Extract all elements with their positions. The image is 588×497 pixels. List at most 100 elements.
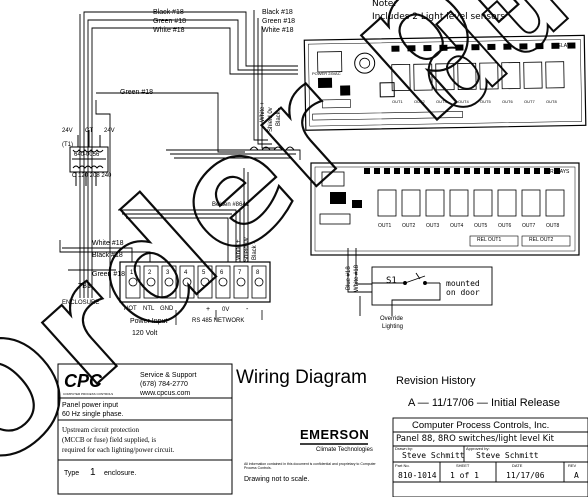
switch-on-door: on door — [446, 288, 480, 297]
top-terminal — [471, 44, 480, 51]
tb1-screw — [236, 277, 246, 287]
cpc-web: www.cpcus.com — [140, 390, 191, 397]
note-label: Note: — [372, 0, 397, 9]
tb-approved-by: Steve Schmitt — [476, 451, 539, 460]
board-top-out-label: OUT1 — [392, 99, 403, 104]
bottom-terminal — [364, 168, 370, 174]
transformer-id: (T1) — [62, 142, 73, 148]
emerson-climate: Climate Technologies — [316, 447, 373, 453]
tb1-terminals — [125, 265, 267, 299]
label-bus-white: White + — [236, 239, 242, 260]
tb1-terminal-number: 6 — [220, 270, 224, 276]
board-bottom-out-label: OUT7 — [522, 223, 536, 229]
revision-title: Revision History — [396, 375, 476, 387]
tb1-id: TB1 — [78, 283, 91, 290]
board-top-out-label: OUT6 — [502, 99, 513, 104]
label-green-mid: Green #18 — [120, 89, 154, 96]
label-vertical-black: Black - — [276, 107, 282, 126]
tb-description: Panel 88, 8RO switches/light level Kit — [396, 434, 554, 444]
label-top-green: Green #18 — [153, 18, 187, 25]
board-bottom-out-label: OUT5 — [474, 223, 488, 229]
tb1-screw — [218, 277, 228, 287]
label-black-low: Black #18 — [92, 252, 123, 259]
cpc-protection-3: required for each lighting/power circuit… — [62, 446, 175, 454]
bottom-terminal — [404, 168, 410, 174]
tb-date: 11/17/06 — [506, 471, 545, 480]
tb1-terminal-7 — [233, 265, 249, 299]
rs485-label: RS 485 NETWORK — [192, 318, 245, 324]
enclosure-label: ENCLOSURE — [62, 300, 100, 306]
bottom-relay-2 — [401, 189, 421, 217]
bottom-terminal — [434, 168, 440, 174]
not-to-scale: Drawing not to scale. — [244, 476, 310, 483]
label-right-green: Green #18 — [262, 18, 296, 25]
transformer-right-voltage: 24V — [104, 128, 115, 134]
bottom-terminal — [554, 168, 560, 174]
bottom-relay-5 — [473, 189, 493, 217]
board-bottom-out-label: OUT2 — [402, 223, 416, 229]
rs485-plus: + — [206, 306, 211, 313]
bottom-terminal — [424, 168, 430, 174]
tb-part-no: 810-1014 — [398, 471, 437, 480]
switch-override: Override — [380, 316, 404, 322]
tb1-screw — [146, 277, 156, 287]
board-bottom-out-label: OUT8 — [546, 223, 560, 229]
top-terminal — [487, 43, 496, 51]
wire-bundle-right — [118, 10, 301, 262]
bottom-terminal — [544, 168, 550, 174]
board-top-out-label: OUT3 — [436, 99, 447, 104]
label-belden: Belden #8641 — [212, 202, 250, 208]
tb-sheet-label: SHEET — [456, 463, 470, 468]
tb1-terminal-number: 3 — [166, 270, 170, 276]
tb1-terminal-number: 1 — [130, 270, 134, 276]
tb1-terminal-4 — [179, 265, 195, 299]
board-bottom-rel1: REL OUT1 — [477, 237, 502, 243]
label-right-black: Black #18 — [262, 9, 293, 16]
tb1-screw — [254, 277, 264, 287]
transformer-primary-taps: C 120 208 240 — [72, 173, 112, 179]
cpc-tagline: COMPUTER PROCESS CONTROLS — [63, 392, 114, 396]
tb1-terminal-1 — [125, 265, 141, 299]
tb1-terminal-number: 4 — [184, 270, 188, 276]
tb-rev: A — [574, 471, 579, 480]
top-relay-1 — [391, 63, 411, 92]
bottom-relay-1 — [377, 189, 397, 217]
top-relay-6 — [501, 62, 521, 90]
board-bottom-rel2: REL OUT2 — [529, 237, 554, 243]
top-relay-2 — [413, 63, 433, 91]
tb1-terminal-number: 2 — [148, 270, 152, 276]
bottom-relay-3 — [425, 189, 445, 217]
top-relay-7 — [523, 61, 543, 89]
relay-board-top — [303, 34, 587, 131]
revision-entry: A — 11/17/06 — Initial Release — [408, 397, 561, 409]
board-bottom-out-label: OUT1 — [378, 223, 392, 229]
board-bottom-out-label: OUT4 — [450, 223, 464, 229]
transformer — [69, 130, 109, 186]
wire-crossings — [249, 146, 295, 151]
board-top-out-label: OUT7 — [524, 99, 535, 104]
bottom-terminal — [484, 168, 490, 174]
tb1-terminal-6 — [215, 265, 231, 299]
cpc-type-label: Type — [64, 470, 80, 477]
bottom-terminal — [504, 168, 510, 174]
cpc-info-box — [57, 363, 233, 495]
cpc-type-value: 1 — [90, 467, 96, 478]
bottom-terminal — [464, 168, 470, 174]
label-bus-black: Black - — [252, 241, 258, 260]
cpc-panel-power: Panel power input — [62, 402, 119, 409]
label-top-white: White #18 — [153, 27, 185, 34]
label-bus-shield: Shield 0v — [244, 237, 250, 262]
bottom-terminal — [474, 168, 480, 174]
board-top-power: POWER 24VAC — [312, 71, 341, 76]
tb1-screw — [200, 277, 210, 287]
label-top-black: Black #18 — [153, 9, 184, 16]
top-terminal — [503, 43, 512, 50]
cpc-logo: CPC — [62, 370, 122, 392]
tb1-ntl-label: NTL — [143, 306, 155, 312]
top-terminal-strip — [391, 42, 576, 52]
tb1-terminal-8 — [251, 265, 267, 299]
tb1-terminal-number: 8 — [256, 270, 260, 276]
confidential-note: All information contained in this docume… — [244, 462, 376, 471]
top-relay-4 — [457, 62, 477, 90]
note-text: Includes 2 Light level sensors — [372, 12, 505, 22]
